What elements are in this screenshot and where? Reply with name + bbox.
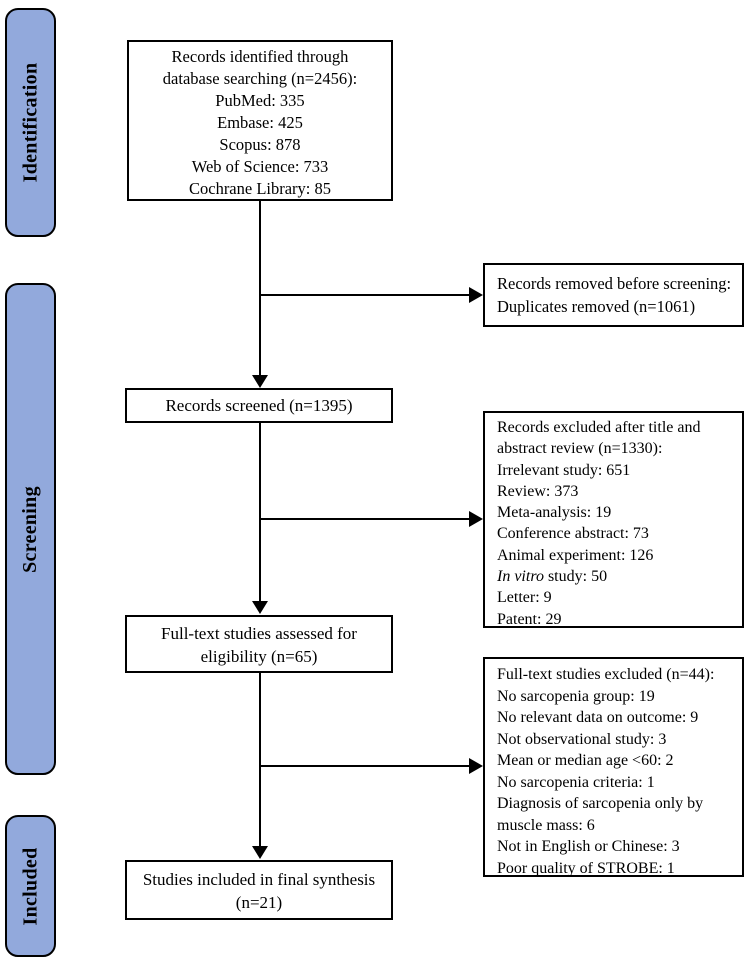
box-records-excluded-line: Review: 373: [497, 482, 579, 500]
stage-bar-identification: Identification: [5, 8, 56, 237]
box-fulltext-excluded-line: Full-text studies excluded (n=44):: [497, 666, 715, 683]
box-records-excluded-line: abstract review (n=1330):: [497, 440, 663, 458]
box-records-identified-line: Web of Science: 733: [191, 157, 329, 176]
connector-vertical-fulltext-to-included: [259, 673, 261, 848]
box-records-excluded-line: Animal experiment: 126: [497, 546, 654, 564]
arrowhead-down-icon: [252, 846, 268, 859]
connector-horizontal-to-removed: [260, 294, 471, 296]
arrowhead-down-icon: [252, 375, 268, 388]
stage-bar-included: Included: [5, 815, 56, 957]
box-studies-included-line: Studies included in final synthesis: [142, 870, 376, 889]
box-fulltext-excluded-line: Poor quality of STROBE: 1: [497, 859, 675, 877]
stage-bar-screening: Screening: [5, 283, 56, 775]
box-fulltext-excluded-line: Diagnosis of sarcopenia only by: [497, 795, 704, 812]
box-records-excluded-line: Conference abstract: 73: [497, 525, 649, 543]
arrowhead-down-icon: [252, 601, 268, 614]
arrowhead-right-icon: [469, 758, 483, 774]
box-fulltext-excluded-line: Not in English or Chinese: 3: [497, 838, 680, 855]
box-records-identified-line: Cochrane Library: 85: [188, 179, 332, 198]
box-records-excluded-abstract: Records excluded after title and abstrac…: [483, 411, 744, 628]
box-fulltext-excluded-line: muscle mass: 6: [497, 816, 595, 834]
box-records-identified-line: Embase: 425: [217, 113, 303, 132]
arrowhead-right-icon: [469, 511, 483, 527]
box-records-removed: Records removed before screening: Duplic…: [483, 263, 744, 327]
box-records-identified-line: database searching (n=2456):: [162, 69, 358, 88]
box-records-excluded-line-in-vitro: In vitro study: 50: [497, 566, 736, 587]
box-fulltext-assessed: Full-text studies assessed for eligibili…: [125, 615, 393, 673]
box-fulltext-excluded-line: Mean or median age <60: 2: [497, 752, 674, 769]
box-records-identified-line: Records identified through: [171, 47, 349, 66]
box-fulltext-assessed-line: eligibility (n=65): [200, 647, 318, 666]
connector-vertical-screened-to-fulltext: [259, 423, 261, 603]
box-records-excluded-line: Meta-analysis: 19: [497, 504, 612, 522]
box-records-excluded-line: Letter: 9: [497, 589, 552, 607]
box-fulltext-excluded-line: No sarcopenia group: 19: [497, 687, 655, 705]
in-vitro-rest-text: study: 50: [543, 568, 608, 586]
stage-label-screening: Screening: [19, 485, 41, 573]
box-records-identified-line: Scopus: 878: [219, 135, 301, 154]
box-records-removed-line: Records removed before screening:: [497, 274, 732, 293]
box-fulltext-excluded-line: No sarcopenia criteria: 1: [497, 773, 655, 791]
box-studies-included: Studies included in final synthesis (n=2…: [125, 860, 393, 920]
arrowhead-right-icon: [469, 287, 483, 303]
box-fulltext-excluded: Full-text studies excluded (n=44): No sa…: [483, 657, 744, 877]
box-records-excluded-line: Irrelevant study: 651: [497, 461, 631, 479]
box-fulltext-excluded-line: No relevant data on outcome: 9: [497, 709, 699, 726]
box-records-excluded-line: Patent: 29: [497, 610, 562, 628]
stage-label-identification: Identification: [19, 62, 42, 183]
box-records-identified-line: PubMed: 335: [215, 91, 305, 110]
connector-vertical-identified-to-screened: [259, 201, 261, 377]
connector-horizontal-to-excluded-abstract: [260, 518, 471, 520]
box-records-screened: Records screened (n=1395): [125, 388, 393, 423]
box-records-removed-line: Duplicates removed (n=1061): [497, 297, 696, 316]
stage-label-included: Included: [19, 847, 41, 925]
connector-horizontal-to-fulltext-excluded: [260, 765, 471, 767]
box-records-screened-line: Records screened (n=1395): [165, 396, 353, 415]
box-records-excluded-line: Records excluded after title and: [497, 419, 701, 436]
box-records-identified: Records identified through database sear…: [127, 40, 393, 201]
in-vitro-italic-text: In vitro: [497, 568, 544, 586]
box-fulltext-assessed-line: Full-text studies assessed for: [161, 624, 357, 643]
box-fulltext-excluded-line: Not observational study: 3: [497, 730, 667, 748]
box-studies-included-line: (n=21): [235, 893, 283, 912]
